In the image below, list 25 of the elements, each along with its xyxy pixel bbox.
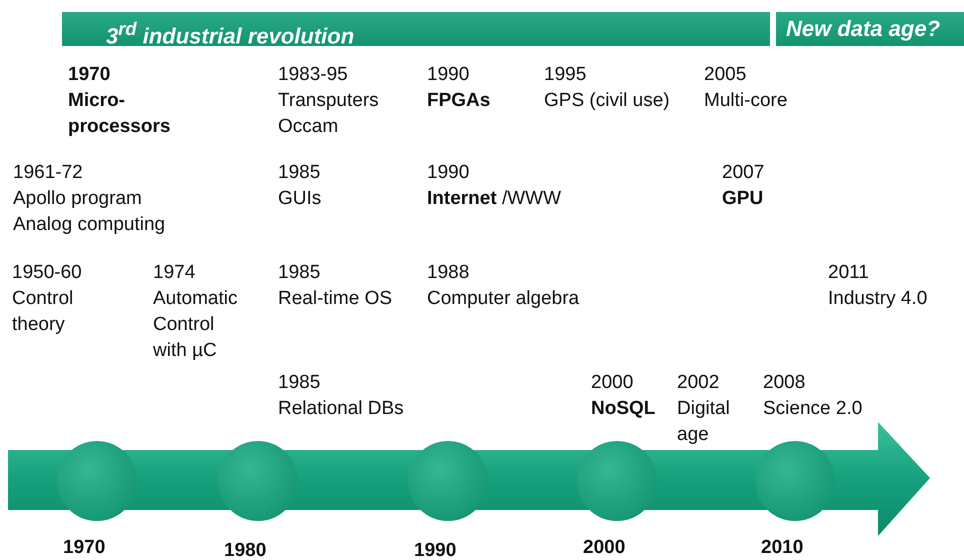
timeline-entry: 1974 Automatic Control with µC [153,261,238,363]
timeline-entry: 1983-95 Transputers Occam [278,63,380,139]
banner: 3$^{rd}$ industrial revolution [62,12,770,46]
timeline-entry: 1995 GPS (civil use) [544,63,671,113]
timeline-entry: 1988 Computer algebra [427,261,580,311]
timeline-entry: 2008 Science 2.0 [763,371,864,421]
banner: New data age? [776,12,964,46]
timeline-entry: 2000 NoSQL [591,371,656,421]
timeline-entry: 2005 Multi-core [704,63,788,113]
timeline-entry: 1990 Internet /WWW [427,161,562,211]
timeline-entry: 1950-60 Control theory [12,261,83,337]
timeline-entry: 1961-72 Apollo program Analog computing [13,161,166,237]
timeline-entry: 1990 FPGAs [427,63,492,113]
timeline-entry: 2007 GPU [722,161,766,211]
year-label: 1970 [63,537,106,559]
year-label: 2010 [761,537,804,559]
timeline-entry: 2002 Digital age [677,371,731,447]
year-label: 1990 [414,540,456,560]
year-label: 2000 [583,537,626,559]
timeline-entry: 1970 Micro-processors [68,63,172,139]
timeline-entry: 2011 Industry 4.0 [828,261,928,311]
timeline-entry: 1985 Relational DBs [278,371,405,421]
year-label: 1980 [224,540,266,560]
timeline-entry: 1985 GUIs [278,161,322,211]
timeline-entry: 1985 Real-time OS [278,261,394,311]
